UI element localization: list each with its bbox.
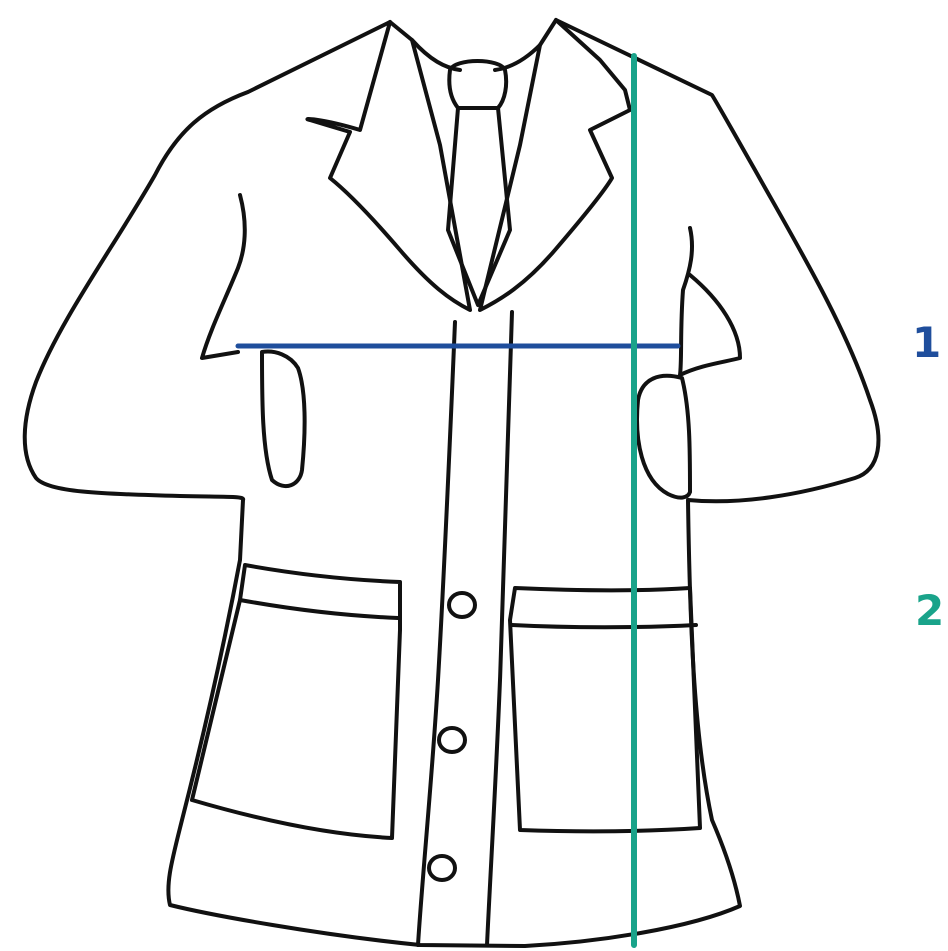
shirt-collar [412, 40, 540, 70]
tie [448, 108, 510, 305]
measurement-label-2: 2 [915, 590, 944, 632]
button-top [449, 593, 475, 617]
coat-body-outline [25, 20, 879, 946]
left-pocket-flap-line [240, 600, 398, 618]
left-cuff [262, 352, 305, 487]
lab-coat-icon [25, 20, 879, 946]
button-middle [439, 728, 465, 752]
right-sleeve-inner-line [680, 228, 740, 375]
button-bottom [429, 856, 455, 880]
right-placket-line [487, 312, 512, 945]
left-pocket [192, 565, 400, 838]
left-sleeve-inner-line [202, 195, 245, 358]
right-cuff [637, 376, 690, 498]
left-placket-line [418, 322, 455, 945]
measurement-label-1: 1 [912, 322, 941, 364]
right-pocket-flap-line [512, 625, 696, 627]
